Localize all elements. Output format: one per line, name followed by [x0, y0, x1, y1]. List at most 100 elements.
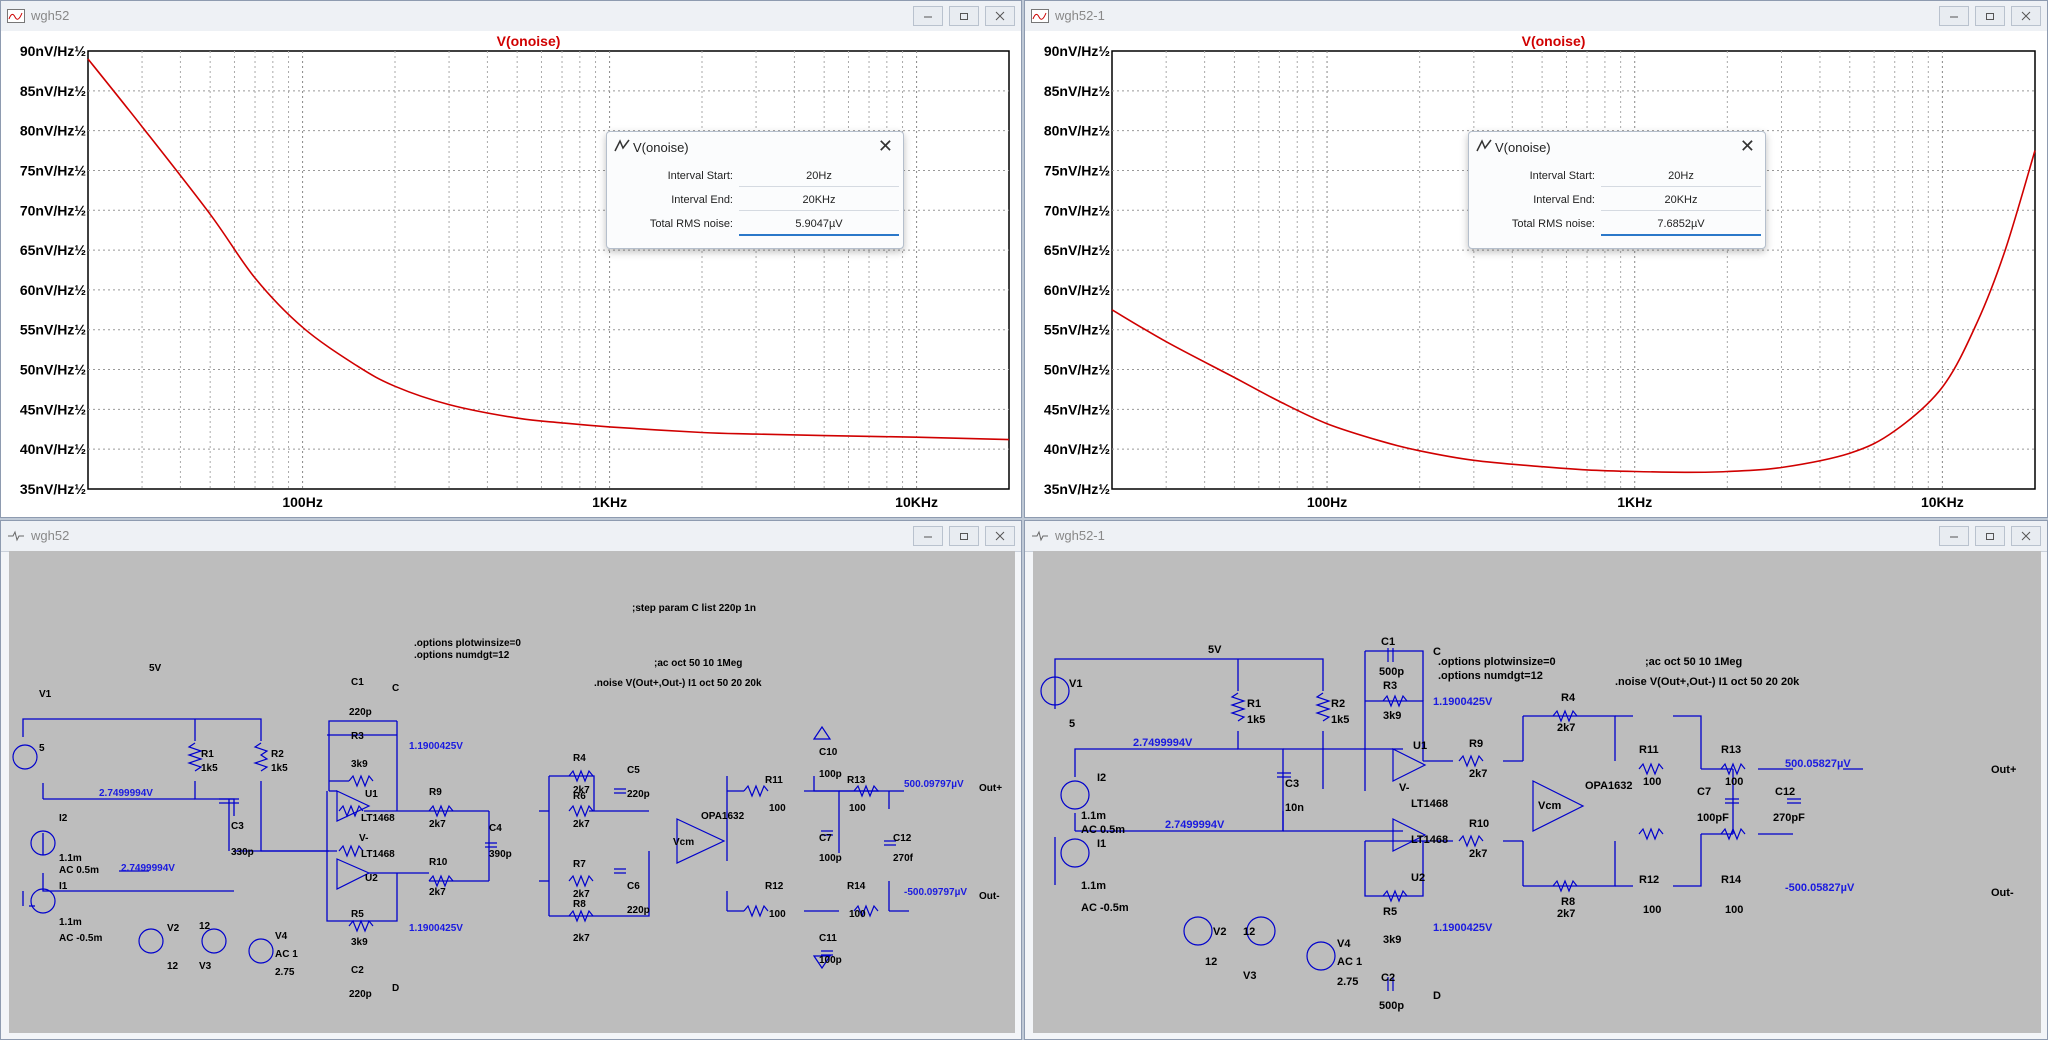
directive-noise: .noise V(Out+,Out-) I1 oct 50 20 20k [1615, 676, 1800, 688]
close-button[interactable] [2011, 526, 2041, 546]
y-tick-label: 70nV/Hz½ [20, 202, 86, 218]
minimize-button[interactable] [1939, 6, 1969, 26]
label-vminus: V- [359, 833, 368, 844]
net-voltage-a: 2.7499994V [99, 788, 153, 799]
label-r1: R1 [201, 749, 214, 760]
minimize-button[interactable] [913, 526, 943, 546]
label-r12-val: 100 [1643, 904, 1661, 916]
schematic-drawing[interactable]: .options plotwinsize=0 .options numdgt=1… [1033, 551, 2041, 1033]
label-r2-val: 1k5 [271, 763, 288, 774]
label-r6: R6 [573, 791, 586, 802]
schematic-window-right[interactable]: wgh52-1 [1024, 520, 2048, 1040]
label-r11: R11 [765, 775, 783, 786]
rms-noise-field[interactable]: 5.9047µV [739, 214, 899, 236]
close-icon[interactable]: ✕ [877, 136, 893, 156]
label-r7: R7 [573, 859, 586, 870]
minimize-button[interactable] [1939, 526, 1969, 546]
label-r5-val: 3k9 [351, 937, 368, 948]
label-r9: R9 [429, 787, 442, 798]
y-tick-label: 55nV/Hz½ [20, 322, 86, 338]
label-v4-v1: AC 1 [275, 949, 298, 960]
label-c11: C11 [819, 933, 837, 944]
schematic-drawing[interactable]: ;step param C list 220p 1n ;ac oct 50 10… [9, 551, 1015, 1033]
label-c12-val: 270f [893, 853, 914, 864]
title-bar[interactable]: wgh52 [1, 1, 1021, 32]
rms-noise-dialog[interactable]: V(onoise) ✕ Interval Start: 20Hz Interva… [606, 131, 904, 249]
label-v2-val: 12 [167, 961, 179, 972]
y-tick-label: 50nV/Hz½ [20, 362, 86, 378]
schematic-canvas[interactable]: .options plotwinsize=0 .options numdgt=1… [1033, 551, 2041, 1033]
rms-noise-field[interactable]: 7.6852µV [1601, 214, 1761, 236]
schematic-canvas[interactable]: ;step param C list 220p 1n ;ac oct 50 10… [9, 551, 1015, 1033]
label-r5-val: 3k9 [1383, 934, 1401, 946]
noise-chart[interactable]: 90nV/Hz½85nV/Hz½80nV/Hz½75nV/Hz½70nV/Hz½… [1025, 31, 2047, 517]
net-voltage-u2: 1.1900425V [1433, 922, 1493, 934]
y-tick-label: 40nV/Hz½ [1044, 441, 1110, 457]
label-u1: U1 [1413, 740, 1427, 752]
close-icon[interactable]: ✕ [1739, 136, 1755, 156]
trace-title: V(onoise) [497, 33, 561, 49]
label-c1: C1 [351, 677, 364, 688]
label-r7-val: 2k7 [573, 889, 590, 900]
label-node-d: D [392, 983, 399, 994]
x-tick-label: 10KHz [1921, 494, 1964, 510]
title-bar[interactable]: wgh52-1 [1025, 521, 2047, 552]
label-u2: U2 [1411, 872, 1425, 884]
label-r11-val: 100 [1643, 776, 1661, 788]
label-c12: C12 [1775, 786, 1795, 798]
label-i1-v1: 1.1m [1081, 880, 1106, 892]
noise-chart[interactable]: 90nV/Hz½85nV/Hz½80nV/Hz½75nV/Hz½70nV/Hz½… [1, 31, 1021, 517]
directive-numdgt: .options numdgt=12 [1438, 670, 1543, 682]
y-tick-label: 85nV/Hz½ [1044, 83, 1110, 99]
dialog-title: V(onoise) [633, 140, 689, 155]
close-button[interactable] [2011, 6, 2041, 26]
schematic-window-left[interactable]: wgh52 [0, 520, 1022, 1040]
label-r3: R3 [351, 731, 364, 742]
interval-end-field[interactable]: 20KHz [739, 190, 899, 211]
interval-start-field[interactable]: 20Hz [1601, 166, 1761, 187]
rms-noise-dialog[interactable]: V(onoise) ✕ Interval Start: 20Hz Interva… [1468, 131, 1766, 249]
restore-button[interactable] [1975, 6, 2005, 26]
interval-start-field[interactable]: 20Hz [739, 166, 899, 187]
label-r1-val: 1k5 [1247, 714, 1265, 726]
label-r10-val: 2k7 [429, 887, 446, 898]
restore-button[interactable] [1975, 526, 2005, 546]
y-tick-label: 50nV/Hz½ [1044, 362, 1110, 378]
interval-end-field[interactable]: 20KHz [1601, 190, 1761, 211]
directive-plotwinsize: .options plotwinsize=0 [1438, 656, 1556, 668]
label-r2-val: 1k5 [1331, 714, 1349, 726]
directive-ac: ;ac oct 50 10 1Meg [1645, 656, 1742, 668]
title-bar[interactable]: wgh52 [1, 521, 1021, 552]
label-r4-val: 2k7 [573, 785, 590, 796]
label-i1-v2: AC -0.5m [1081, 902, 1129, 914]
close-button[interactable] [985, 6, 1015, 26]
ltspice-icon [614, 139, 630, 152]
label-r4-val: 2k7 [1557, 722, 1575, 734]
ltspice-icon [1476, 139, 1492, 152]
label-r1-val: 1k5 [201, 763, 218, 774]
restore-button[interactable] [949, 6, 979, 26]
close-button[interactable] [985, 526, 1015, 546]
label-c3-val: 10n [1285, 802, 1304, 814]
net-voltage-b: 2.7499994V [1165, 819, 1225, 831]
window-title: wgh52-1 [1055, 8, 1105, 23]
x-tick-label: 100Hz [282, 494, 322, 510]
label-r13-val: 100 [1725, 776, 1743, 788]
label-v2-val: 12 [1205, 956, 1217, 968]
label-i2-v1: 1.1m [59, 853, 82, 864]
label-v2: V2 [1213, 926, 1226, 938]
directive-plotwinsize: .options plotwinsize=0 [414, 638, 521, 649]
label-r8: R8 [573, 899, 586, 910]
y-tick-label: 55nV/Hz½ [1044, 322, 1110, 338]
window-title: wgh52 [31, 528, 70, 543]
title-bar[interactable]: wgh52-1 [1025, 1, 2047, 32]
restore-button[interactable] [949, 526, 979, 546]
y-tick-label: 45nV/Hz½ [20, 401, 86, 417]
minimize-button[interactable] [913, 6, 943, 26]
label-v4: V4 [1337, 938, 1351, 950]
label-r14-val: 100 [1725, 904, 1743, 916]
